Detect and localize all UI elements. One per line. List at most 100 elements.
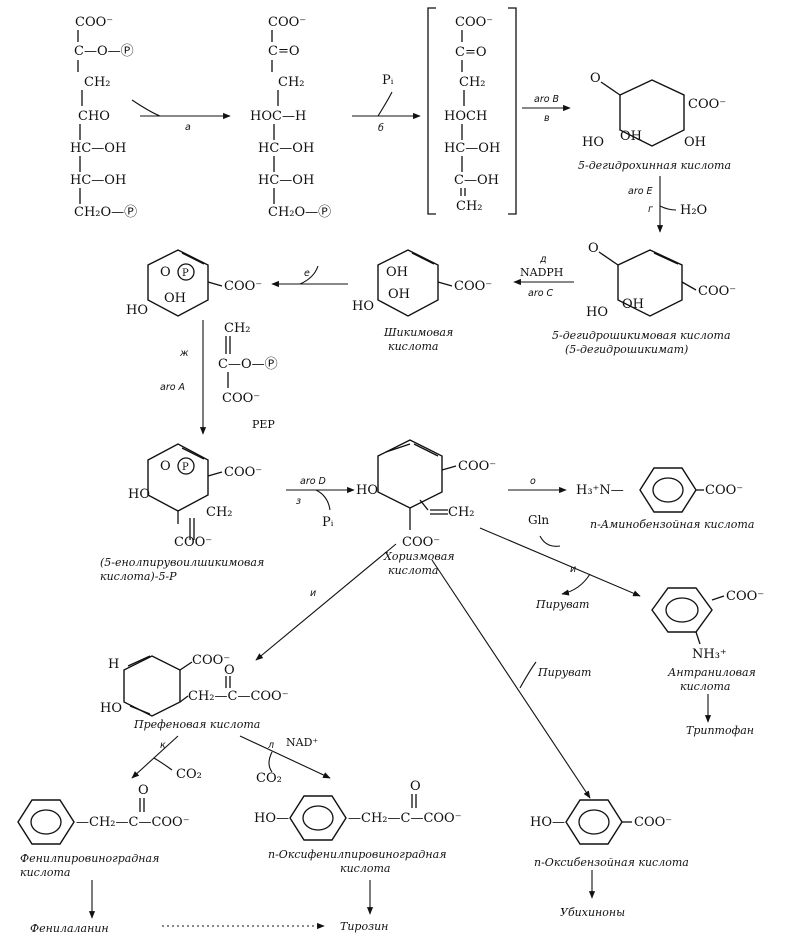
hpp-name-2: кислота (340, 862, 390, 875)
arrow-g-h2o: H₂O (680, 203, 707, 218)
s3p-oh: OH (164, 291, 186, 306)
dhs-name-1: 5-дегидрошикимовая кислота (552, 329, 731, 342)
arrow-b-label: б (378, 123, 384, 134)
dehydroquinate: O COO⁻ OH HO OH 5-дегидрохинная кислота (578, 71, 731, 172)
dhq-name: 5-дегидрохинная кислота (578, 159, 731, 172)
epsp-ch2: CH₂ (206, 505, 233, 520)
shik-name-1: Шикимовая (383, 326, 453, 339)
arrow-d-letter: д (539, 254, 547, 265)
hpp-o: O (410, 779, 421, 794)
arrow-aro-b-label: aro B (534, 94, 559, 105)
preph-h: H (108, 657, 119, 672)
arrow-aro-e-label: aro E (628, 186, 653, 197)
arrow-l-label: л (267, 740, 274, 751)
dhs-oh: OH (622, 297, 644, 312)
epsp-coo2: COO⁻ (174, 535, 212, 550)
epsp-ho: HO (128, 487, 150, 502)
dhs-coo: COO⁻ (698, 284, 736, 299)
arrow-k-co2: CO₂ (176, 767, 202, 782)
c1-line-0: COO⁻ (75, 15, 113, 30)
hpp-ho: HO— (254, 811, 289, 826)
arrow-i-mid: и (570, 564, 576, 575)
hb-coo: COO⁻ (634, 815, 672, 830)
anth-product: Триптофан (686, 724, 754, 737)
s3p-ho: HO (126, 303, 148, 318)
arrow-z-pi: Pᵢ (322, 515, 334, 530)
arrow-e-label: е (304, 268, 310, 279)
c3-line-1: C=O (455, 45, 487, 60)
c2-line-1: C=O (268, 44, 300, 59)
c3-line-6: CH₂ (456, 199, 483, 214)
arrow-l-nad: NAD⁺ (286, 736, 318, 749)
svg-text:O: O (588, 241, 599, 256)
arrow-l-co2: CO₂ (256, 771, 282, 786)
hpp-name-1: п-Оксифенилпировиноградная (268, 848, 447, 861)
chor-coo: COO⁻ (458, 459, 496, 474)
preph-coo: COO⁻ (192, 653, 230, 668)
c1-line-4: HC—OH (70, 141, 126, 156)
pp-o: O (138, 783, 149, 798)
prephenate: H COO⁻ HO CH₂—C—COO⁻ O Префеновая кислот… (100, 653, 289, 731)
anthranilate: COO⁻ NH₃⁺ Антраниловая кислота Триптофан (651, 587, 764, 737)
arrow-gln: Gln (528, 513, 549, 527)
shikimate: COO⁻ OH HO OH Шикимовая кислота (352, 249, 492, 353)
pp-name-1: Фенилпировиноградная (20, 852, 159, 865)
arrow-pyr2: Пируват (537, 666, 592, 679)
c2-line-2: CH₂ (278, 75, 305, 90)
compound-2-chain: COO⁻ C=O CH₂ HOC—H HC—OH HC—OH CH₂O—Ⓟ (250, 15, 331, 220)
hpp-product: Тирозин (340, 920, 388, 933)
preph-chain: CH₂—C—COO⁻ (188, 689, 289, 704)
chor-ho: HO (356, 483, 378, 498)
shik-name-2: кислота (388, 340, 438, 353)
pp-product: Фенилаланин (30, 922, 109, 935)
svg-text:P: P (182, 462, 189, 473)
arrow-pyr1: Пируват (535, 598, 590, 611)
hydroxyphenylpyruvate: HO— —CH₂—C—COO⁻ O п-Оксифенилпировиногра… (254, 779, 462, 933)
c1-line-2: CH₂ (84, 75, 111, 90)
c1-line-1: C—O—Ⓟ (74, 44, 134, 59)
anth-name-2: кислота (680, 680, 730, 693)
c2-line-4: HC—OH (258, 141, 314, 156)
arrow-aro-a-label: aro A (160, 382, 185, 393)
anth-coo: COO⁻ (726, 589, 764, 604)
pep-line-2: COO⁻ (222, 391, 260, 406)
arrow-v-label: в (544, 113, 550, 124)
c1-line-5: HC—OH (70, 173, 126, 188)
arrow-k (131, 735, 179, 779)
paba-coo: COO⁻ (705, 483, 743, 498)
anth-name-1: Антраниловая (667, 666, 756, 679)
hb-name: п-Оксибензойная кислота (534, 856, 689, 869)
paba-left: H₃⁺N— (576, 483, 624, 498)
hb-ho: HO— (530, 815, 565, 830)
dhq-ho: HO (582, 135, 604, 150)
preph-name: Префеновая кислота (133, 718, 260, 731)
c3-line-4: HC—OH (444, 141, 500, 156)
pp-name-2: кислота (20, 866, 70, 879)
svg-text:о: о (530, 476, 536, 487)
p-aminobenzoic-acid: H₃⁺N— COO⁻ п-Аминобензойная кислота (576, 467, 754, 531)
phenylpyruvate: —CH₂—C—COO⁻ O Фенилпировиноградная кисло… (17, 783, 190, 935)
c2-line-5: HC—OH (258, 173, 314, 188)
chor-name-1: Хоризмовая (383, 550, 455, 563)
c2-line-0: COO⁻ (268, 15, 306, 30)
dhs-name-2: (5-дегидрошикимат) (565, 343, 688, 356)
dehydroshikimate: O COO⁻ HO OH 5-дегидрошикимовая кислота … (552, 241, 736, 356)
arrow-g-label: г (648, 204, 654, 215)
c3-line-5: C—OH (454, 173, 499, 188)
c1-line-6: CH₂O—Ⓟ (74, 205, 137, 220)
dhq-oh-right: OH (684, 135, 706, 150)
arrow-a-label: а (185, 122, 191, 133)
arrow-to-hydroxybenzoate (431, 559, 591, 799)
dhq-oh: OH (620, 129, 642, 144)
c3-line-0: COO⁻ (455, 15, 493, 30)
compound-1-chain: COO⁻ C—O—Ⓟ CH₂ CHO HC—OH HC—OH CH₂O—Ⓟ (70, 15, 137, 220)
c2-line-3: HOC—H (250, 109, 306, 124)
arrow-i-left: и (310, 588, 316, 599)
arrow-l (239, 735, 331, 779)
preph-ho: HO (100, 701, 122, 716)
svg-text:O: O (590, 71, 601, 86)
arrow-zh-label: ж (179, 348, 189, 359)
c2-line-6: CH₂O—Ⓟ (268, 205, 331, 220)
shik-coo: COO⁻ (454, 279, 492, 294)
